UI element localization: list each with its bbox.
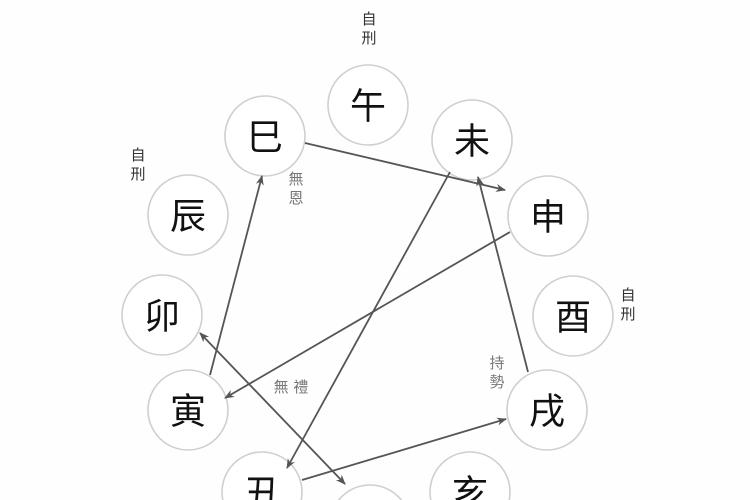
- node-circle: [224, 95, 306, 177]
- node-circle: [429, 451, 511, 500]
- arrow-mao-to-zi: [199, 332, 346, 485]
- branch-nodes: 午巳 未辰 申卯 酉寅 戌丑 亥: [121, 64, 614, 500]
- label-char: 恩: [288, 189, 303, 207]
- node-char: 未: [454, 122, 490, 163]
- label-self-punish-you: 自刑: [620, 286, 635, 323]
- branch-node-chen: 辰: [147, 174, 229, 256]
- node-circle: [147, 174, 229, 256]
- branch-node-mao: 卯: [121, 274, 203, 356]
- label-no-grace: 無恩: [288, 170, 303, 207]
- label-self-punish-chen: 自刑: [130, 146, 145, 183]
- arrow-wei-to-chou: [286, 171, 451, 469]
- node-char: 巳: [247, 118, 283, 159]
- label-char: 持: [489, 354, 504, 372]
- node-char: 戌: [529, 392, 565, 433]
- arrow-si-to-shen: [304, 142, 506, 192]
- label-char: 自: [361, 10, 376, 28]
- label-char: 刑: [620, 305, 635, 323]
- arrow-xu-to-wei: [476, 176, 529, 373]
- node-circle: [506, 369, 588, 451]
- branch-node-wu: 午: [327, 64, 409, 146]
- label-char: 勢: [489, 373, 504, 391]
- arrow-shen-to-yin: [224, 231, 511, 399]
- node-char: 辰: [170, 197, 206, 238]
- branch-node-chou: 丑: [221, 451, 303, 500]
- branch-node-yin: 寅: [147, 369, 229, 451]
- branch-node-shen: 申: [507, 175, 589, 257]
- node-circle: [431, 99, 513, 181]
- label-no-courtesy: 無 禮: [274, 378, 309, 396]
- branch-node-hai: 亥: [429, 451, 511, 500]
- node-char: 亥: [452, 474, 488, 500]
- branch-node-si: 巳: [224, 95, 306, 177]
- label-bully-power: 持勢: [489, 354, 504, 391]
- label-char: 自: [130, 146, 145, 164]
- label-char: 無: [288, 170, 303, 188]
- branch-node-xu: 戌: [506, 369, 588, 451]
- label-char: 自: [620, 286, 635, 304]
- node-char: 卯: [144, 297, 180, 338]
- label-self-punish-wu: 自刑: [361, 10, 376, 47]
- node-circle: [121, 274, 203, 356]
- label-char: 刑: [361, 29, 376, 47]
- node-circle: [507, 175, 589, 257]
- node-circle: [532, 275, 614, 357]
- branch-node-zi: [337, 484, 403, 500]
- node-char: 申: [530, 198, 566, 239]
- branch-node-you: 酉: [532, 275, 614, 357]
- node-circle: [327, 64, 409, 146]
- node-char: 午: [350, 87, 386, 128]
- branch-node-wei: 未: [431, 99, 513, 181]
- label-char: 刑: [130, 165, 145, 183]
- node-char: 酉: [555, 298, 591, 339]
- relation-arrows: [199, 142, 529, 485]
- node-circle: [337, 484, 403, 500]
- label-char: 無 禮: [274, 378, 309, 396]
- node-char: 丑: [244, 474, 280, 500]
- node-char: 寅: [170, 392, 206, 433]
